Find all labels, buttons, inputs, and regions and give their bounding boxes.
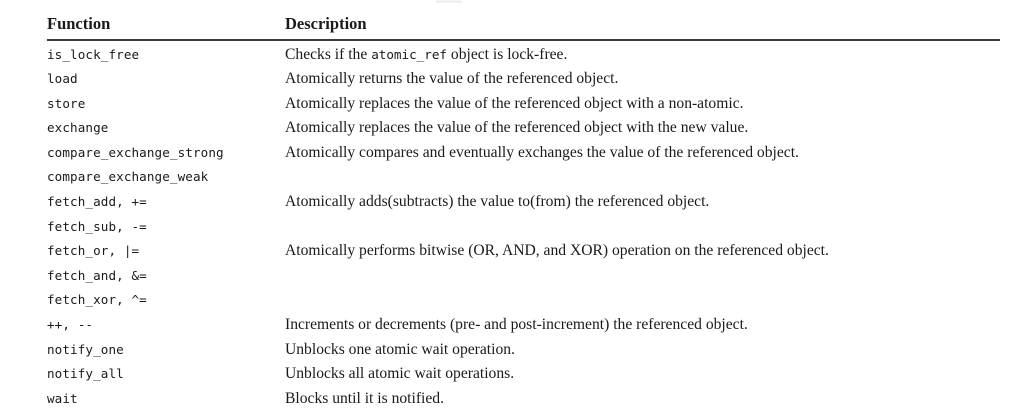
function-name-cell: compare_exchange_strong <box>47 144 224 160</box>
description-text: Atomically performs bitwise (OR, AND, an… <box>285 242 829 260</box>
function-name-cell: fetch_xor, ^= <box>47 292 147 308</box>
table-row: fetch_or, |= Atomically performs bitwise … <box>47 239 1000 264</box>
table-row: compare_exchange_strong Atomically compar… <box>47 141 1000 166</box>
function-name-cell: fetch_add, += <box>47 194 147 210</box>
function-name-cell: fetch_sub, -= <box>47 218 147 234</box>
function-description-cell: Blocks until it is notified. <box>285 387 1000 412</box>
description-text: Atomically compares and eventually excha… <box>285 143 799 161</box>
table-row: exchange Atomically replaces the value of… <box>47 116 1000 141</box>
description-text: Unblocks all atomic wait operations. <box>285 365 515 383</box>
function-description-cell <box>285 215 1000 240</box>
function-description-cell: Unblocks one atomic wait operation. <box>285 338 1000 363</box>
function-name-cell: store <box>47 95 86 111</box>
table-row: ++, -- Increments or decrements (pre- and… <box>47 313 1000 338</box>
function-name-cell: ++, -- <box>47 317 94 333</box>
function-description-cell: Increments or decrements (pre- and post-… <box>285 313 1000 338</box>
function-name-cell: fetch_or, |= <box>47 243 140 259</box>
table-header: Function Description <box>47 0 1000 40</box>
table-row: fetch_add, += Atomically adds(subtracts) … <box>47 190 1000 215</box>
description-text: Unblocks one atomic wait operation. <box>285 340 515 358</box>
function-name-cell: fetch_and, &= <box>47 267 147 283</box>
description-text: Atomically adds(subtracts) the value to(… <box>285 193 710 211</box>
table-header-row: Function Description <box>47 0 1000 40</box>
function-description-cell: Atomically returns the value of the refe… <box>285 67 1000 92</box>
function-name-cell: exchange <box>47 120 109 136</box>
table-row: fetch_sub, -= <box>47 215 1000 240</box>
description-text: Atomically replaces the value of the ref… <box>285 94 744 112</box>
table-row: notify_one Unblocks one atomic wait opera… <box>47 338 1000 363</box>
description-text: Atomically returns the value of the refe… <box>285 70 619 88</box>
table-row: fetch_xor, ^= <box>47 288 1000 313</box>
table-row: wait Blocks until it is notified. <box>47 387 1000 412</box>
table-row: store Atomically replaces the value of th… <box>47 92 1000 117</box>
description-text: Blocks until it is notified. <box>285 389 444 407</box>
function-name-cell: notify_one <box>47 341 124 357</box>
table-row: compare_exchange_weak <box>47 165 1000 190</box>
function-description-cell <box>285 264 1000 289</box>
description-inline-code: atomic_ref <box>371 46 448 62</box>
table-row: fetch_and, &= <box>47 264 1000 289</box>
function-reference-table: Function Description is_lock_free Checks … <box>47 0 1000 411</box>
function-name-cell: is_lock_free <box>47 46 140 62</box>
function-description-cell: Atomically replaces the value of the ref… <box>285 116 1000 141</box>
column-header-description: Description <box>285 14 367 33</box>
function-name-cell: notify_all <box>47 366 124 382</box>
table-row: load Atomically returns the value of the … <box>47 67 1000 92</box>
clipped-caption-remnant <box>436 0 462 3</box>
description-text: Increments or decrements (pre- and post-… <box>285 316 748 334</box>
function-name-cell: wait <box>47 390 78 406</box>
function-description-cell: Atomically adds(subtracts) the value to(… <box>285 190 1000 215</box>
table-body: is_lock_free Checks if the atomic_ref obj… <box>47 40 1000 412</box>
function-description-cell: Atomically performs bitwise (OR, AND, an… <box>285 239 1000 264</box>
function-description-cell: Checks if the atomic_ref object is lock-… <box>285 40 1000 68</box>
function-description-cell: Unblocks all atomic wait operations. <box>285 362 1000 387</box>
description-text: Checks if the <box>285 45 372 63</box>
description-text: Atomically replaces the value of the ref… <box>285 119 749 137</box>
table-row: is_lock_free Checks if the atomic_ref obj… <box>47 40 1000 68</box>
table-row: notify_all Unblocks all atomic wait opera… <box>47 362 1000 387</box>
function-description-cell <box>285 288 1000 313</box>
function-description-cell <box>285 165 1000 190</box>
function-name-cell: compare_exchange_weak <box>47 169 209 185</box>
function-description-cell: Atomically compares and eventually excha… <box>285 141 1000 166</box>
function-description-cell: Atomically replaces the value of the ref… <box>285 92 1000 117</box>
function-name-cell: load <box>47 71 78 87</box>
column-header-function: Function <box>47 14 111 33</box>
description-text-tail: object is lock-free. <box>447 45 568 63</box>
